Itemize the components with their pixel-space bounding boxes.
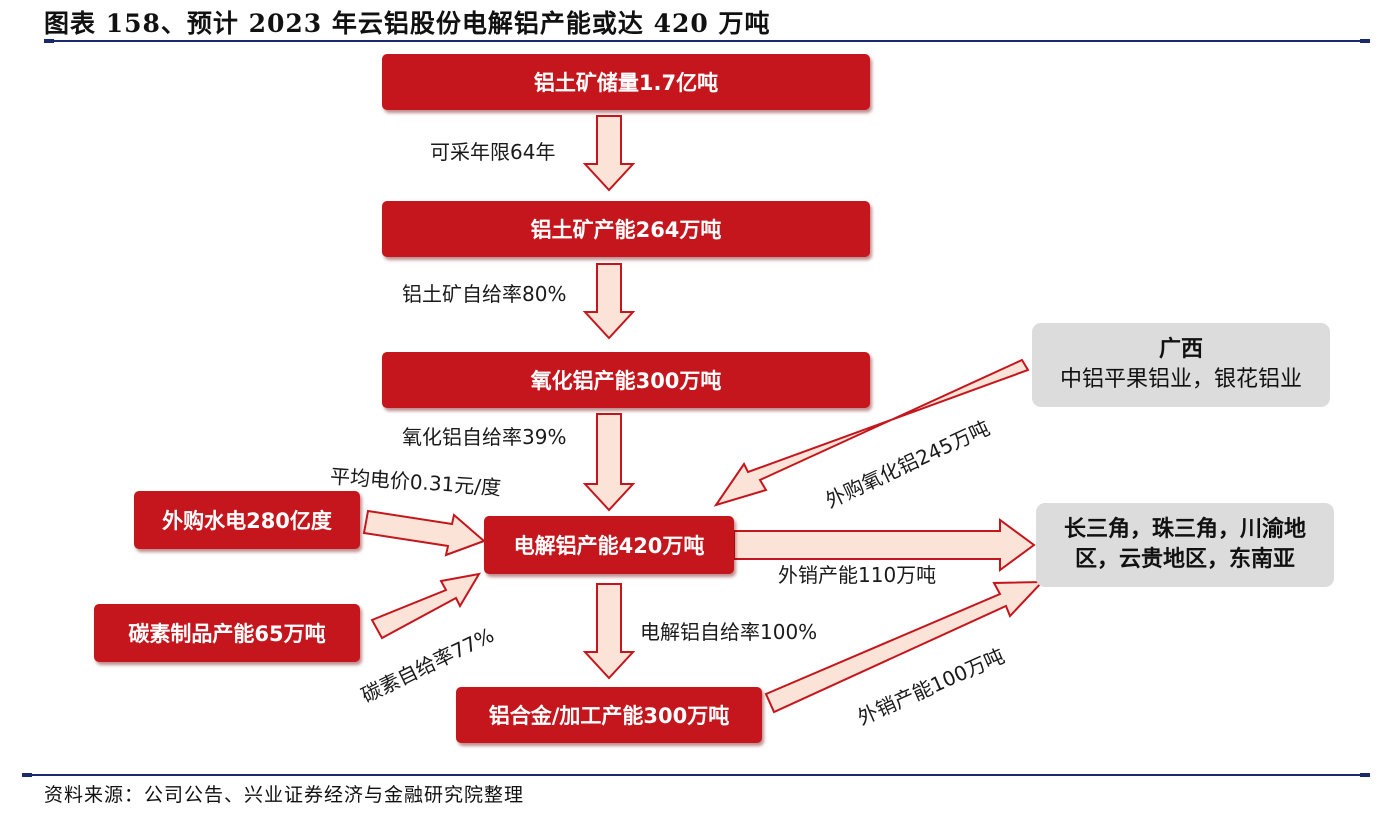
node-hydro-power: 外购水电280亿度 — [134, 491, 360, 549]
arrow-electrolytic-to-alloy — [582, 583, 636, 680]
label-bauxite-self-rate: 铝土矿自给率80% — [402, 282, 567, 306]
source-note: 资料来源：公司公告、兴业证券经济与金融研究院整理 — [44, 784, 525, 806]
node-alumina-capacity: 氧化铝产能300万吨 — [382, 352, 870, 408]
arrow-alloy-to-markets — [764, 580, 1045, 714]
node-bauxite-reserve: 铝土矿储量1.7亿吨 — [382, 54, 870, 110]
node-carbon-capacity: 碳素制品产能65万吨 — [94, 604, 360, 662]
figure-title: 图表 158、预计 2023 年云铝股份电解铝产能或达 420 万吨 — [44, 9, 771, 38]
label-export-110: 外销产能110万吨 — [778, 563, 937, 587]
label-mining-years: 可采年限64年 — [430, 140, 556, 164]
arrow-reserve-to-bauxite — [582, 115, 636, 192]
arrow-electrolytic-to-markets — [733, 518, 1036, 572]
node-alloy-capacity: 铝合金/加工产能300万吨 — [456, 687, 762, 743]
node-guangxi: 广西 中铝平果铝业，银花铝业 — [1032, 323, 1330, 407]
arrow-alumina-to-electrolytic — [582, 413, 636, 512]
markets-line-1: 长三角，珠三角，川渝地 — [1063, 517, 1306, 542]
node-electrolytic-capacity: 电解铝产能420万吨 — [484, 516, 734, 574]
header-divider — [44, 39, 1370, 43]
node-markets: 长三角，珠三角，川渝地 区，云贵地区，东南亚 — [1036, 503, 1334, 587]
arrow-hydro-to-electrolytic — [362, 509, 486, 557]
arrow-carbon-to-electrolytic — [370, 572, 481, 640]
label-electrolytic-self-rate: 电解铝自给率100% — [640, 620, 818, 644]
arrow-guangxi-to-electrolytic — [713, 358, 1030, 507]
node-bauxite-capacity: 铝土矿产能264万吨 — [382, 201, 870, 257]
arrow-bauxite-to-alumina — [582, 263, 636, 340]
footer-divider — [22, 773, 1370, 777]
guangxi-suppliers: 中铝平果铝业，银花铝业 — [1059, 367, 1302, 392]
label-alumina-self-rate: 氧化铝自给率39% — [402, 425, 567, 449]
guangxi-title: 广西 — [1158, 337, 1203, 362]
markets-line-2: 区，云贵地区，东南亚 — [1074, 547, 1295, 572]
